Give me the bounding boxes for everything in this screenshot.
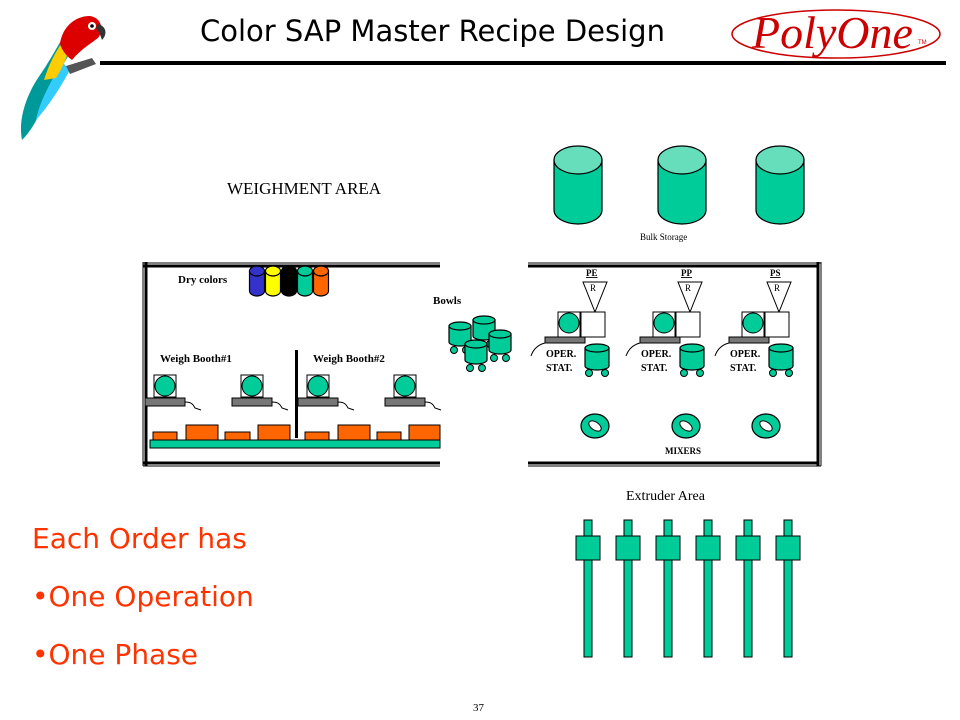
station-ps-stat: STAT. — [730, 363, 757, 374]
station-ps-r: R — [774, 283, 780, 293]
bullet-heading: Each Order has — [32, 522, 247, 555]
extruder-2 — [615, 519, 641, 658]
dry-colors-label: Dry colors — [178, 274, 228, 286]
bowls-group — [448, 315, 512, 372]
bullet-one-operation: •One Operation — [32, 580, 254, 613]
station-pe-stat: STAT. — [546, 363, 573, 374]
orange-bins — [152, 424, 441, 441]
station-pe-equipment — [530, 281, 610, 377]
title-rule — [100, 61, 946, 65]
bowls-label: Bowls — [433, 295, 462, 307]
bin-3 — [224, 431, 251, 441]
station-pp-equipment — [625, 281, 705, 377]
tank-2 — [657, 145, 707, 225]
station-pp-oper: OPER. — [641, 349, 672, 360]
extruder-1 — [575, 519, 601, 658]
bin-1 — [152, 431, 178, 441]
bowl-4 — [464, 339, 488, 372]
bin-8 — [408, 424, 441, 441]
polyone-logo: PolyOne TM — [731, 7, 941, 59]
hopper-pp — [677, 281, 703, 314]
tank-3 — [755, 145, 805, 225]
slide-title: Color SAP Master Recipe Design — [200, 14, 665, 48]
dry-color-1 — [248, 265, 266, 297]
bulk-storage-label: Bulk Storage — [640, 232, 687, 242]
mixer-units — [580, 413, 781, 439]
logo-tm: TM — [918, 40, 927, 46]
station-pp-material: PP — [681, 268, 692, 278]
station-pp-stat: STAT. — [641, 363, 668, 374]
mixer-2 — [671, 413, 701, 439]
station-ps-material: PS — [770, 268, 781, 278]
station-pe-oper: OPER. — [546, 349, 577, 360]
weighment-area-label: WEIGHMENT AREA — [227, 179, 382, 198]
bulk-storage-tanks — [553, 145, 805, 225]
scale-3 — [297, 374, 355, 411]
booth-divider — [295, 350, 298, 438]
hopper-ps — [766, 281, 792, 314]
bullet-one-phase: •One Phase — [32, 638, 199, 671]
extruder-lines — [575, 519, 801, 658]
bin-5 — [304, 431, 330, 441]
extruder-4 — [695, 519, 721, 658]
bin-2 — [185, 424, 219, 441]
bowl-3 — [488, 329, 512, 362]
mixing-box — [528, 262, 822, 467]
extruder-6 — [775, 519, 801, 658]
dry-color-containers — [248, 265, 330, 297]
logo-wordmark: PolyOne — [751, 7, 913, 58]
booth-2-label: Weigh Booth#2 — [313, 353, 385, 365]
station-pe-r: R — [590, 283, 596, 293]
station-ps-oper: OPER. — [730, 349, 761, 360]
scale-4 — [384, 374, 442, 411]
dry-color-3 — [280, 265, 298, 297]
mixer-3 — [751, 413, 781, 439]
mixer-1 — [580, 413, 610, 439]
weigh-scales — [144, 374, 442, 411]
bowl-1 — [448, 321, 472, 354]
dry-color-5 — [312, 265, 330, 297]
dry-color-4 — [296, 265, 314, 297]
scale-2 — [231, 374, 289, 411]
station-ps-equipment — [714, 281, 794, 377]
bin-4 — [257, 424, 291, 441]
parrot-logo — [20, 16, 106, 140]
hopper-pe — [582, 281, 608, 314]
page-number: 37 — [473, 702, 485, 714]
extruder-area-label: Extruder Area — [626, 489, 706, 504]
scale-1 — [144, 374, 202, 411]
dry-color-2 — [264, 265, 282, 297]
tank-1 — [553, 145, 603, 225]
order-bullets: Each Order has •One Operation •One Phase — [32, 510, 254, 684]
extruder-5 — [735, 519, 761, 658]
bin-7 — [376, 431, 402, 441]
conveyor — [149, 439, 441, 449]
mixers-label: MIXERS — [665, 446, 701, 456]
booth-1-label: Weigh Booth#1 — [160, 353, 232, 365]
bin-6 — [337, 424, 371, 441]
extruder-3 — [655, 519, 681, 658]
station-equipment — [530, 281, 794, 377]
station-pe-material: PE — [586, 268, 598, 278]
station-pp-r: R — [685, 283, 691, 293]
